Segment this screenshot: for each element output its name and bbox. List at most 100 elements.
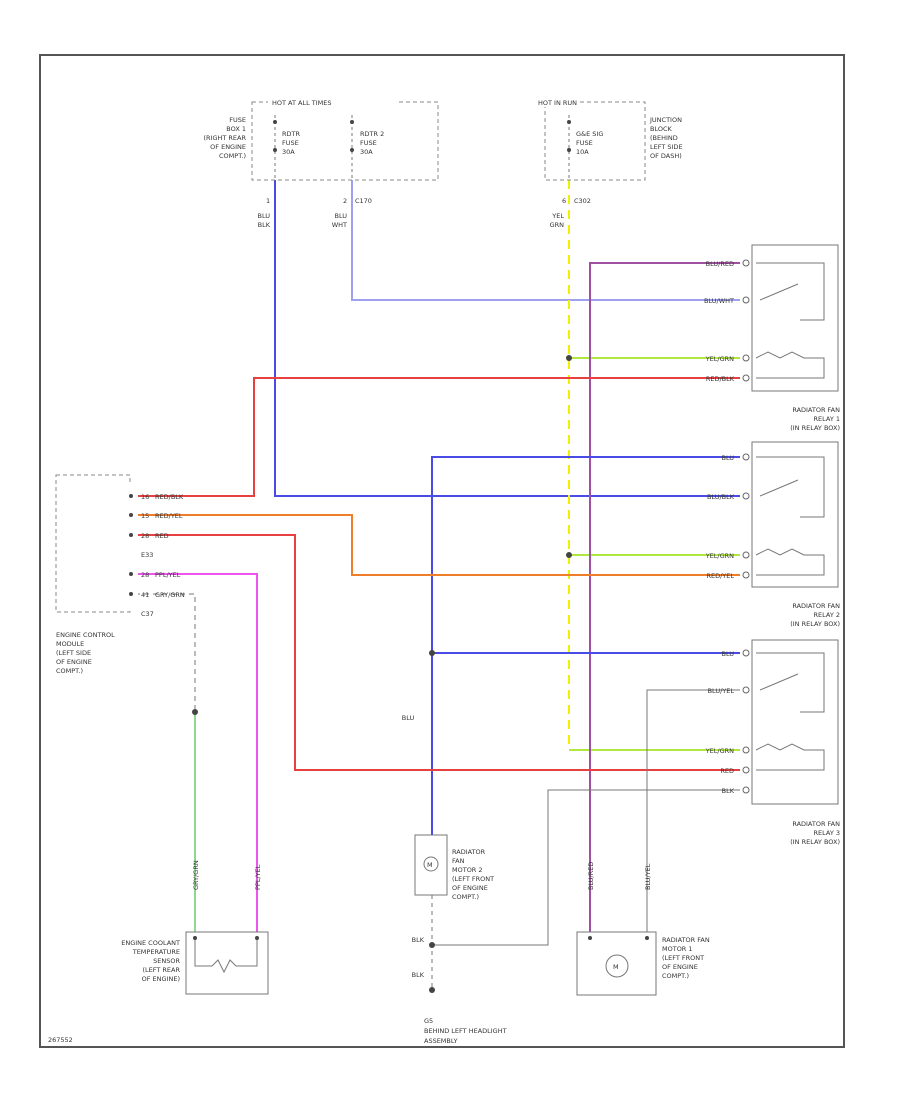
relay-pin xyxy=(742,296,750,304)
relay-pin xyxy=(742,259,750,267)
ground-location: ASSEMBLY xyxy=(424,1037,458,1045)
fuse-b-label: FUSE xyxy=(360,139,377,147)
ecm-pin xyxy=(129,592,133,596)
relay-2-wire-label: YEL/GRN xyxy=(705,552,734,560)
motor-2-ground-wire: BLK xyxy=(412,936,425,944)
ecm-name-line: MODULE xyxy=(56,640,84,648)
motor-1-name-line: OF ENGINE xyxy=(662,963,698,971)
ecm-pin xyxy=(129,533,133,537)
sensor-name-line: (LEFT REAR xyxy=(142,966,180,974)
ground-location: BEHIND LEFT HEADLIGHT xyxy=(424,1027,507,1035)
relay-2-switch-blade xyxy=(759,479,799,497)
ground-g5: G5 BEHIND LEFT HEADLIGHT ASSEMBLY xyxy=(424,1017,507,1045)
junction-block-name-line: JUNCTION xyxy=(649,116,682,124)
wire-color-label: BLK xyxy=(258,221,271,229)
sensor-thermistor-symbol xyxy=(194,938,258,974)
wire-red-blk xyxy=(135,377,740,497)
fuse-box-1: HOT AT ALL TIMES FUSE BOX 1 (RIGHT REAR … xyxy=(203,98,439,205)
ecm-pin-number: 28 xyxy=(141,571,149,579)
junction-block-outline xyxy=(544,101,646,181)
ecm-pin-wire: RED/BLK xyxy=(155,493,184,501)
ecm-pin xyxy=(129,572,133,576)
relay-2-name-line: (IN RELAY BOX) xyxy=(790,620,840,628)
ecm-pin-number: 41 xyxy=(141,591,149,599)
wire-blu-yel xyxy=(646,689,740,932)
relay-1-wire-label: BLU/RED xyxy=(706,260,734,268)
wire-ppl-yel xyxy=(135,573,258,932)
motor-2-symbol xyxy=(423,856,439,872)
fuse-b-label: 30A xyxy=(360,148,373,156)
junction-block: HOT IN RUN G&E SIG FUSE 10A JUNCTION BLO… xyxy=(535,98,683,205)
wire-color-label: BLU xyxy=(334,212,347,220)
motor-1-name-line: RADIATOR FAN xyxy=(662,936,710,944)
junction-block-pin: 6 xyxy=(562,197,566,205)
wire-blk-ground xyxy=(432,789,740,946)
wire-gry-grn-dashed xyxy=(135,593,196,712)
relay-2-switch-feed xyxy=(756,456,825,518)
relay-2-outline xyxy=(751,441,839,588)
radiator-fan-motor-1: M RADIATOR FAN MOTOR 1 (LEFT FRONT OF EN… xyxy=(576,862,710,996)
wire-blu-red xyxy=(589,262,740,932)
splice-dot xyxy=(192,709,198,715)
sensor-name-line: SENSOR xyxy=(153,957,180,965)
wire-color-label: WHT xyxy=(332,221,347,229)
fuse-box-1-header: HOT AT ALL TIMES xyxy=(272,99,332,107)
relay-3-switch-feed xyxy=(756,652,825,713)
junction-fuse-pin xyxy=(567,148,571,152)
relay-2-name-line: RELAY 2 xyxy=(813,611,840,619)
figure-id: 267552 xyxy=(48,1036,73,1044)
relay-3-wire-label: RED xyxy=(720,767,734,775)
ecm-name-line: ENGINE CONTROL xyxy=(56,631,115,639)
sensor-outline xyxy=(185,931,269,995)
ecm-connector: C37 xyxy=(141,610,154,618)
sensor-wire-label: GRY/GRN xyxy=(192,860,200,890)
fuse-box-1-name-line: FUSE xyxy=(229,116,246,124)
relay-2-wire-label: BLU xyxy=(721,454,734,462)
relay-pin-markers xyxy=(742,259,750,794)
wire-blu-blk xyxy=(274,180,740,497)
ecm-pin xyxy=(129,513,133,517)
motor-2-name-line: MOTOR 2 xyxy=(452,866,483,874)
relay-3-wire-label: BLU/YEL xyxy=(708,687,735,695)
blu-wire-label: BLU xyxy=(402,714,415,722)
junction-fuse-pin xyxy=(567,120,571,124)
motor-2-ground-wire: BLK xyxy=(412,971,425,979)
relay-pin xyxy=(742,453,750,461)
relay-pin xyxy=(742,649,750,657)
relay-1-name-line: RADIATOR FAN xyxy=(792,406,840,414)
fuse-box-1-name-line: BOX 1 xyxy=(226,125,246,133)
relay-1-outline xyxy=(751,244,839,392)
relay-pin xyxy=(742,571,750,579)
ground-dot xyxy=(429,987,435,993)
motor-1-pin xyxy=(645,936,649,940)
wire-color-label: YEL xyxy=(551,212,564,220)
motor-1-wire-label: BLU/YEL xyxy=(644,863,652,890)
fuse-box-1-name-line: COMPT.) xyxy=(219,152,246,160)
fuse-b-pin xyxy=(350,120,354,124)
ecm-connector: E33 xyxy=(141,551,153,559)
radiator-fan-motor-2: M RADIATOR FAN MOTOR 2 (LEFT FRONT OF EN… xyxy=(412,834,494,979)
relay-2-wire-label: RED/YEL xyxy=(706,572,734,580)
ecm-pin-wire: GRY/GRN xyxy=(155,591,185,599)
fuse-b-pin xyxy=(350,148,354,152)
fuse-box-1-outline xyxy=(251,101,439,181)
relay-1-switch-feed xyxy=(756,262,825,321)
wire-color-label: BLU xyxy=(257,212,270,220)
relay-3-name-line: RELAY 3 xyxy=(813,829,840,837)
sensor-name-line: OF ENGINE) xyxy=(142,975,180,983)
fuse-box-1-name: FUSE BOX 1 (RIGHT REAR OF ENGINE COMPT.) xyxy=(203,116,246,160)
motor-1-name-line: COMPT.) xyxy=(662,972,689,980)
motor-1-symbol xyxy=(605,954,629,978)
fuse-a-pin xyxy=(273,120,277,124)
ecm-pin-number: 15 xyxy=(141,512,149,520)
motor-1-symbol-letter: M xyxy=(613,963,619,971)
relay-1-wire-label: YEL/GRN xyxy=(705,355,734,363)
relay-3-coil xyxy=(755,743,825,771)
relay-2: BLU BLU/BLK YEL/GRN RED/YEL RADIATOR FAN… xyxy=(705,441,840,628)
relay-3-wire-label: BLU xyxy=(721,650,734,658)
relay-2-coil xyxy=(755,548,825,576)
wire-color-label: GRN xyxy=(550,221,565,229)
ground-id: G5 xyxy=(424,1017,433,1025)
